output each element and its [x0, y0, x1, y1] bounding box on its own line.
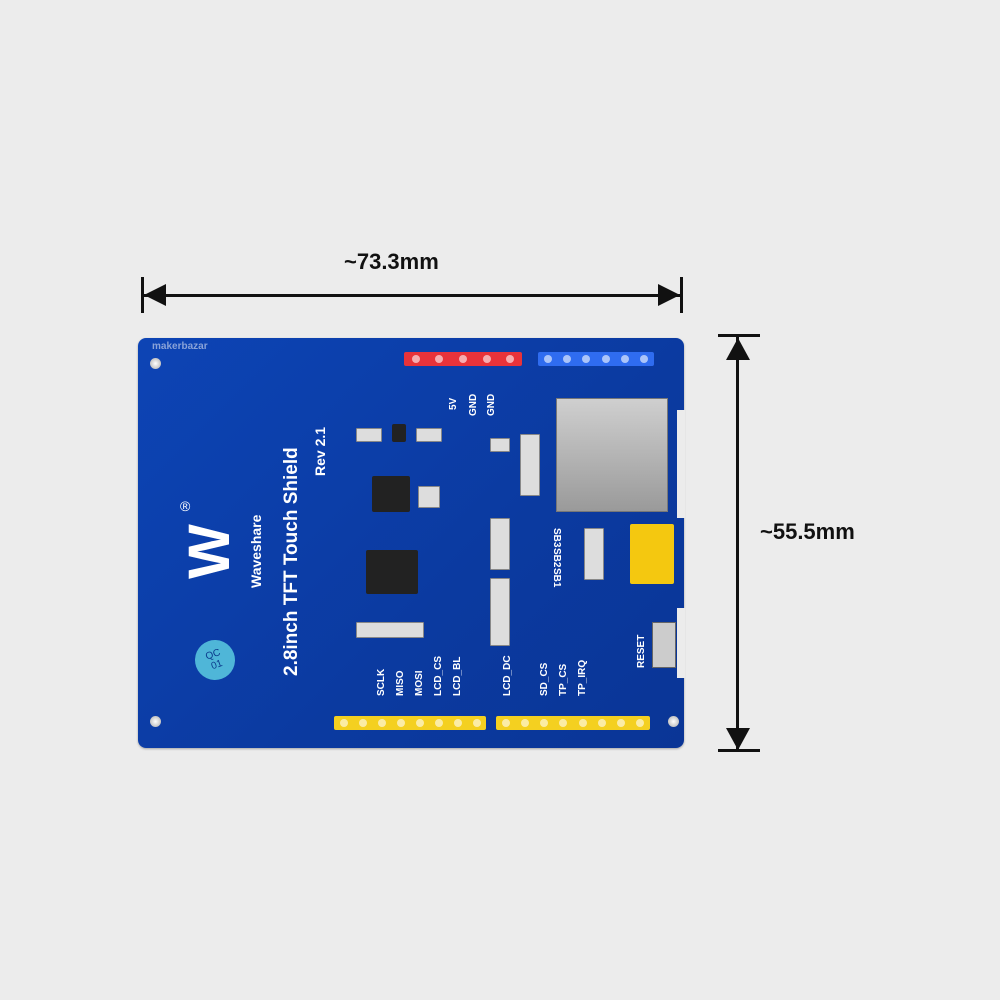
header-pin: [640, 355, 649, 363]
qc-sticker: QC 01: [189, 634, 241, 686]
pin-label-mosi: MOSI: [414, 670, 425, 696]
spi-header: [538, 352, 654, 366]
width-tick-left: [141, 277, 144, 313]
width-tick-right: [680, 277, 683, 313]
height-label: ~55.5mm: [760, 519, 855, 544]
pin-label-gnd: GND: [468, 393, 479, 416]
pin-label-sclk: SCLK: [376, 668, 387, 696]
smd-component: [356, 622, 424, 638]
board-notch: [677, 608, 685, 678]
ic-chip: [392, 424, 406, 442]
smd-component: [584, 528, 604, 580]
header-pin: [562, 355, 571, 363]
power-header: [404, 352, 522, 366]
sb1-label: SB1: [551, 568, 562, 588]
arrow-up-icon: [726, 338, 750, 360]
header-pin: [617, 719, 626, 727]
header-pin: [520, 719, 529, 727]
height-dimension-line: [736, 336, 739, 750]
header-pin: [620, 355, 629, 363]
header-pin: [501, 719, 510, 727]
waveshare-logo-icon: W: [176, 524, 242, 579]
sd-card-slot: [556, 398, 668, 512]
header-pin: [601, 355, 610, 363]
header-pin: [415, 719, 424, 727]
qc-number: 01: [209, 658, 224, 673]
brand-label: Waveshare: [248, 514, 264, 588]
pin-label-tp-irq: TP_IRQ: [577, 659, 588, 696]
mount-hole: [668, 716, 679, 727]
header-pin: [396, 719, 405, 727]
board-notch: [677, 410, 685, 518]
revision-label: Rev 2.1: [312, 426, 328, 476]
smd-component: [356, 428, 382, 442]
header-pin: [506, 355, 515, 363]
ic-chip: [366, 550, 418, 594]
header-pin: [578, 719, 587, 727]
pin-label-5v: 5V: [448, 397, 459, 410]
arrow-right-icon: [658, 284, 680, 306]
smd-component: [416, 428, 442, 442]
digital-header-right: [496, 716, 650, 730]
header-pin: [339, 719, 348, 727]
reset-button[interactable]: [652, 622, 676, 668]
header-pin: [434, 719, 443, 727]
ic-chip: [372, 476, 410, 512]
pin-label-miso: MISO: [395, 670, 406, 696]
pin-label-lcd-dc: LCD_DC: [502, 655, 513, 696]
arrow-left-icon: [144, 284, 166, 306]
smd-component: [490, 438, 510, 452]
height-tick-top: [718, 334, 760, 337]
reset-label: RESET: [636, 634, 647, 668]
registered-icon: ®: [180, 498, 191, 514]
header-pin: [582, 355, 591, 363]
smd-component: [520, 434, 540, 496]
icsp-header: [630, 524, 674, 584]
smd-component: [490, 518, 510, 570]
header-pin: [411, 355, 420, 363]
header-pin: [358, 719, 367, 727]
header-pin: [453, 719, 462, 727]
header-pin: [540, 719, 549, 727]
mount-hole: [150, 358, 161, 369]
pin-label-gnd: GND: [486, 393, 497, 416]
header-pin: [482, 355, 491, 363]
board-title: 2.8inch TFT Touch Shield: [281, 447, 302, 676]
header-pin: [458, 355, 467, 363]
arrow-down-icon: [726, 728, 750, 750]
smd-component: [418, 486, 440, 508]
header-pin: [543, 355, 552, 363]
height-tick-bottom: [718, 749, 760, 752]
header-pin: [435, 355, 444, 363]
header-pin: [559, 719, 568, 727]
mount-hole: [150, 716, 161, 727]
sb2-label: SB2: [551, 548, 562, 568]
pin-label-lcd-bl: LCD_BL: [452, 656, 463, 696]
pin-label-lcd-cs: LCD_CS: [433, 655, 444, 696]
watermark: makerbazar: [152, 341, 208, 352]
header-pin: [597, 719, 606, 727]
width-label: ~73.3mm: [344, 249, 439, 274]
pin-label-tp-cs: TP_CS: [558, 663, 569, 696]
digital-header-left: [334, 716, 486, 730]
header-pin: [636, 719, 645, 727]
header-pin: [472, 719, 481, 727]
smd-component: [490, 578, 510, 646]
pin-label-sd-cs: SD_CS: [539, 662, 550, 696]
width-dimension-line: [142, 294, 682, 297]
sb3-label: SB3: [551, 528, 562, 548]
pcb-board: makerbazar W ® Waveshare 2.8inch TFT Tou…: [138, 338, 685, 748]
header-pin: [377, 719, 386, 727]
